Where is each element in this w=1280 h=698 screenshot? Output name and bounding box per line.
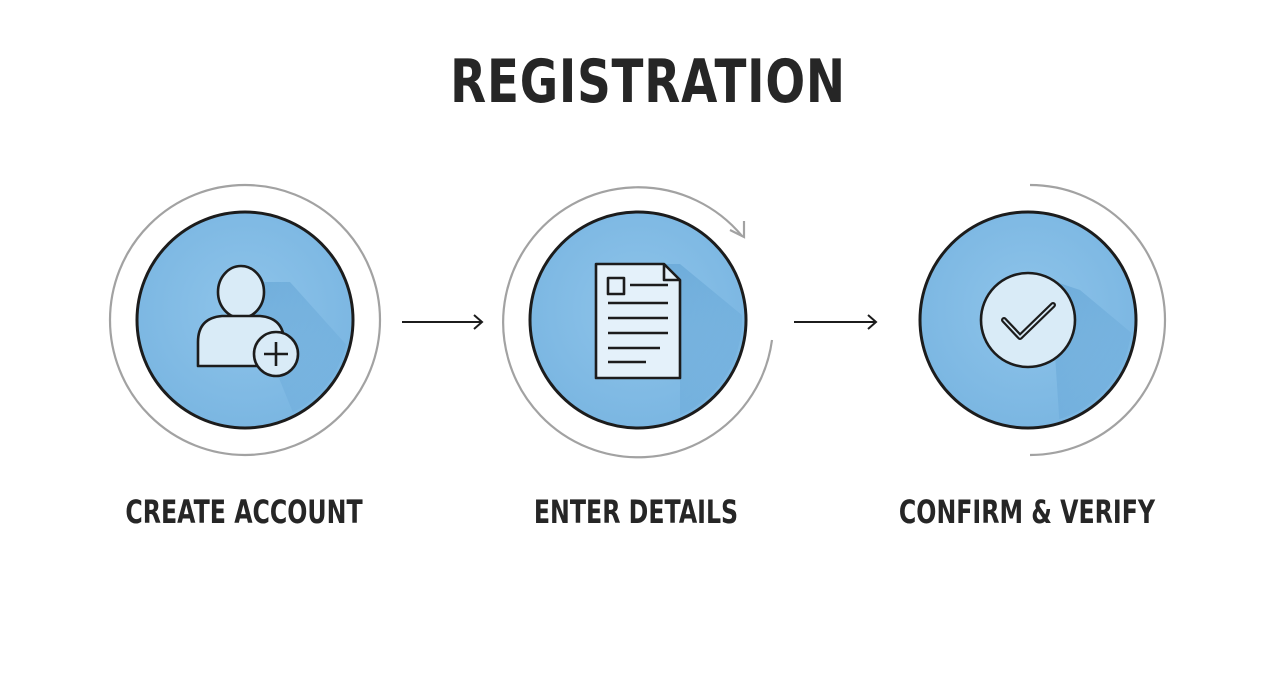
step-1-orbit-ring bbox=[108, 183, 382, 457]
diagram-title: REGISTRATION bbox=[450, 47, 846, 117]
arrow-1 bbox=[402, 314, 484, 330]
arrow-2 bbox=[794, 314, 878, 330]
step-2-label: ENTER DETAILS bbox=[533, 493, 739, 531]
step-2-orbit-arrowhead bbox=[729, 221, 746, 239]
check-circle-icon bbox=[979, 271, 1077, 369]
step-3-confirm-verify bbox=[918, 183, 1167, 457]
step-3-orbit-arc bbox=[1029, 183, 1167, 457]
step-1-create-account bbox=[108, 183, 382, 457]
step-1-label: CREATE ACCOUNT bbox=[125, 493, 363, 531]
step-2-enter-details bbox=[502, 186, 774, 459]
user-add-icon bbox=[196, 264, 300, 378]
step-2-orbit-arc bbox=[502, 186, 774, 459]
step-3-label: CONFIRM & VERIFY bbox=[898, 493, 1156, 531]
document-icon bbox=[594, 262, 682, 380]
